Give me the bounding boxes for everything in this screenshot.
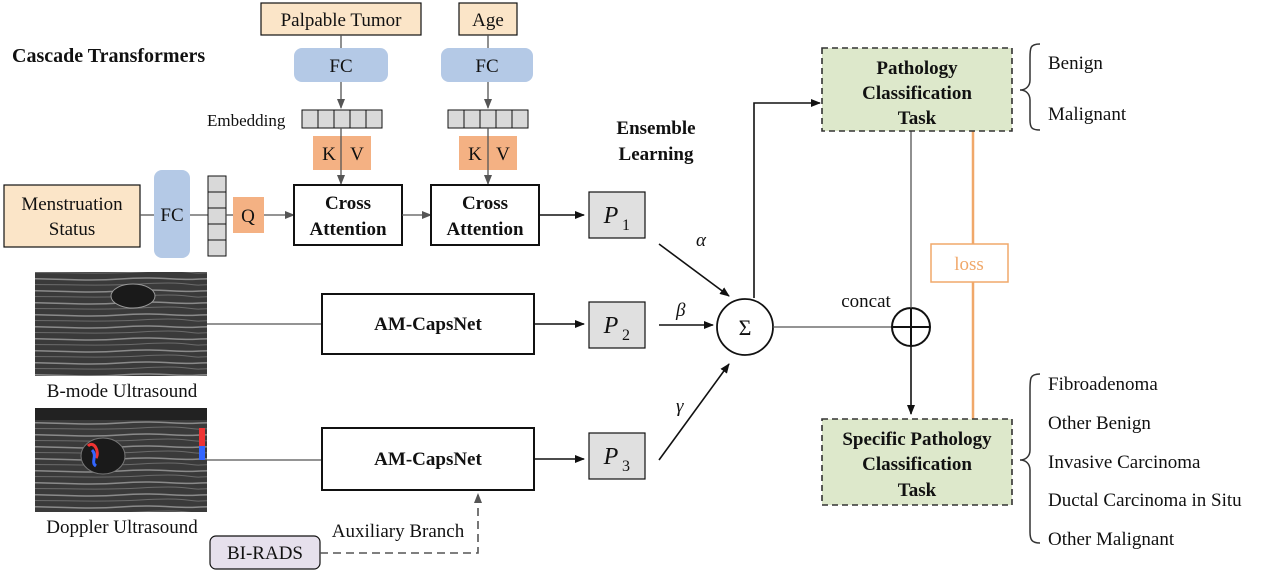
svg-text:FC: FC (475, 56, 498, 77)
svg-text:Classification: Classification (862, 83, 972, 104)
menstruation-status-input: Menstruation Status (3, 184, 141, 248)
q-box: Q (233, 197, 264, 233)
fc-box-tumor: FC (294, 48, 388, 82)
class-invasive-carcinoma: Invasive Carcinoma (1048, 452, 1201, 473)
am-capsnet-doppler: AM-CapsNet (321, 427, 535, 491)
svg-text:Task: Task (898, 108, 937, 129)
svg-text:Palpable Tumor: Palpable Tumor (281, 10, 403, 31)
b-mode-label: B-mode Ultrasound (47, 381, 198, 402)
svg-text:Cross: Cross (325, 193, 371, 214)
palpable-tumor-input: Palpable Tumor (260, 2, 422, 36)
svg-text:Age: Age (472, 10, 504, 31)
svg-text:V: V (496, 144, 510, 165)
embedding-vector-tumor (301, 109, 383, 129)
cross-attention-1: Cross Attention (293, 184, 403, 246)
svg-text:AM-CapsNet: AM-CapsNet (374, 449, 482, 470)
svg-text:Q: Q (241, 206, 255, 227)
svg-text:Attention: Attention (309, 219, 386, 240)
svg-text:Σ: Σ (739, 315, 752, 340)
prediction-p2: P 2 (588, 301, 646, 349)
svg-text:P: P (603, 313, 619, 339)
svg-text:FC: FC (160, 205, 183, 226)
kv-box-1: K V (313, 136, 371, 170)
class-other-benign: Other Benign (1048, 413, 1151, 434)
auxiliary-branch-label: Auxiliary Branch (332, 521, 465, 542)
bi-rads-input: BI-RADS (209, 535, 321, 570)
cross-attention-2: Cross Attention (430, 184, 540, 246)
arrow-gamma (658, 363, 730, 461)
svg-text:Cross: Cross (462, 193, 508, 214)
svg-text:Status: Status (49, 219, 95, 240)
pathology-classification-task: Pathology Classification Task (821, 47, 1013, 132)
age-input: Age (458, 2, 518, 36)
svg-text:Specific Pathology: Specific Pathology (842, 429, 992, 450)
svg-text:V: V (350, 144, 364, 165)
arrow-alpha (658, 243, 730, 297)
brace-pathology (1019, 43, 1041, 131)
svg-text:AM-CapsNet: AM-CapsNet (374, 314, 482, 335)
cascade-transformers-title: Cascade Transformers (12, 45, 205, 67)
specific-pathology-classification-task: Specific Pathology Classification Task (821, 418, 1013, 506)
embedding-vector-age (447, 109, 529, 129)
sum-node: Σ (716, 298, 774, 356)
b-mode-ultrasound-image (35, 272, 207, 376)
svg-text:Classification: Classification (862, 454, 972, 475)
brace-specific (1019, 373, 1041, 544)
class-other-malignant: Other Malignant (1048, 529, 1175, 550)
class-malignant: Malignant (1048, 104, 1127, 125)
alpha-label: α (696, 230, 707, 251)
svg-text:2: 2 (622, 327, 630, 344)
svg-text:Task: Task (898, 480, 937, 501)
embedding-label: Embedding (207, 111, 286, 130)
prediction-p1: P 1 (588, 191, 646, 239)
class-ductal-carcinoma-in-situ: Ductal Carcinoma in Situ (1048, 490, 1242, 511)
gamma-label: γ (676, 396, 684, 417)
ensemble-learning-label: Ensemble (616, 118, 695, 139)
am-capsnet-bmode: AM-CapsNet (321, 293, 535, 355)
beta-label: β (675, 300, 686, 321)
concat-label: concat (841, 291, 891, 312)
fc-box-age: FC (441, 48, 533, 82)
svg-text:BI-RADS: BI-RADS (227, 543, 303, 564)
concat-node (891, 307, 931, 347)
class-benign: Benign (1048, 53, 1103, 74)
svg-text:K: K (322, 144, 336, 165)
svg-text:Menstruation: Menstruation (21, 194, 123, 215)
svg-text:1: 1 (622, 217, 630, 234)
svg-text:K: K (468, 144, 482, 165)
doppler-ultrasound-image (35, 408, 207, 512)
loss-box: loss (930, 243, 1009, 283)
prediction-p3: P 3 (588, 432, 646, 480)
svg-text:FC: FC (329, 56, 352, 77)
svg-text:P: P (603, 444, 619, 470)
svg-text:P: P (603, 203, 619, 229)
arrow-to-pathology (753, 99, 821, 298)
svg-text:loss: loss (954, 254, 984, 275)
fc-box-menstruation: FC (154, 170, 190, 258)
class-fibroadenoma: Fibroadenoma (1048, 374, 1158, 395)
ensemble-learning-label: Learning (619, 144, 694, 165)
svg-text:Pathology: Pathology (876, 58, 958, 79)
auxiliary-branch-arrow (320, 493, 482, 554)
svg-text:3: 3 (622, 458, 630, 475)
svg-text:Attention: Attention (446, 219, 523, 240)
embedding-vector-menstruation (207, 175, 227, 257)
doppler-label: Doppler Ultrasound (46, 517, 198, 538)
